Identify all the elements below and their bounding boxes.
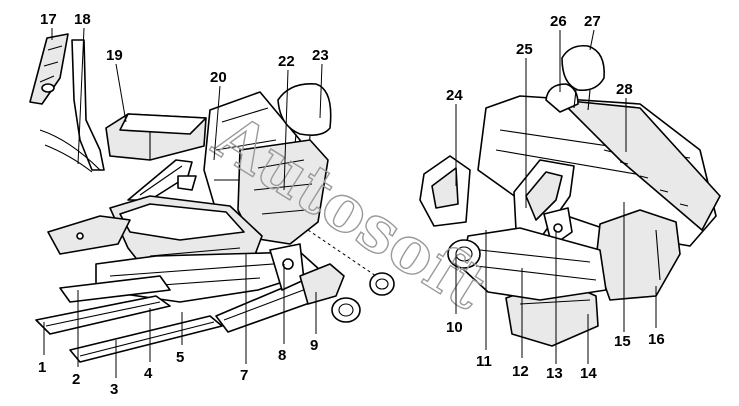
adjust-knob [331, 297, 361, 323]
callout-20: 20 [210, 69, 227, 86]
rear-backrest-panel [559, 99, 721, 231]
seat-adjust-mechanism [269, 243, 305, 291]
callout-18: 18 [74, 11, 91, 28]
callout-2: 2 [72, 371, 80, 388]
seat-rail-inner [69, 315, 223, 363]
callout-labels: 1 2 3 4 5 7 8 9 10 11 12 13 14 15 16 17 … [38, 11, 665, 398]
callout-3: 3 [110, 381, 118, 398]
callout-10: 10 [446, 319, 463, 336]
armrest-bracket [127, 159, 197, 201]
armrest [105, 113, 207, 161]
callout-14: 14 [580, 365, 597, 382]
callout-11: 11 [476, 353, 492, 370]
callout-7: 7 [240, 367, 248, 384]
callout-24: 24 [446, 87, 463, 104]
pillar-trim-lower [39, 39, 105, 173]
callout-4: 4 [144, 365, 153, 382]
leader-lines [43, 27, 657, 378]
pillar-trim-upper [29, 33, 69, 105]
callout-28: 28 [616, 81, 633, 98]
callout-1: 1 [38, 359, 46, 376]
callout-19: 19 [106, 47, 123, 64]
callout-8: 8 [278, 347, 286, 364]
seat-side-trim [47, 215, 131, 255]
adjust-knob-2 [369, 272, 395, 296]
rear-seat-frame [461, 227, 607, 301]
callout-9: 9 [310, 337, 318, 354]
seat-rail-upper [59, 275, 171, 303]
rear-headrest-left [545, 83, 579, 113]
callout-16: 16 [648, 331, 665, 348]
callout-22: 22 [278, 53, 295, 70]
callout-25: 25 [516, 41, 533, 58]
side-cover [299, 263, 345, 305]
dashed-guide [307, 229, 377, 277]
rear-bench-cushion [595, 209, 681, 301]
callout-5: 5 [176, 349, 184, 366]
callout-15: 15 [614, 333, 631, 350]
callout-23: 23 [312, 47, 329, 64]
callout-13: 13 [546, 365, 563, 382]
rear-armrest-cover [419, 155, 471, 227]
callout-12: 12 [512, 363, 529, 380]
callout-27: 27 [584, 13, 601, 30]
callout-17: 17 [40, 11, 57, 28]
callout-26: 26 [550, 13, 567, 30]
rear-headrest-right [561, 44, 605, 111]
seat-rail-outer [35, 295, 171, 335]
